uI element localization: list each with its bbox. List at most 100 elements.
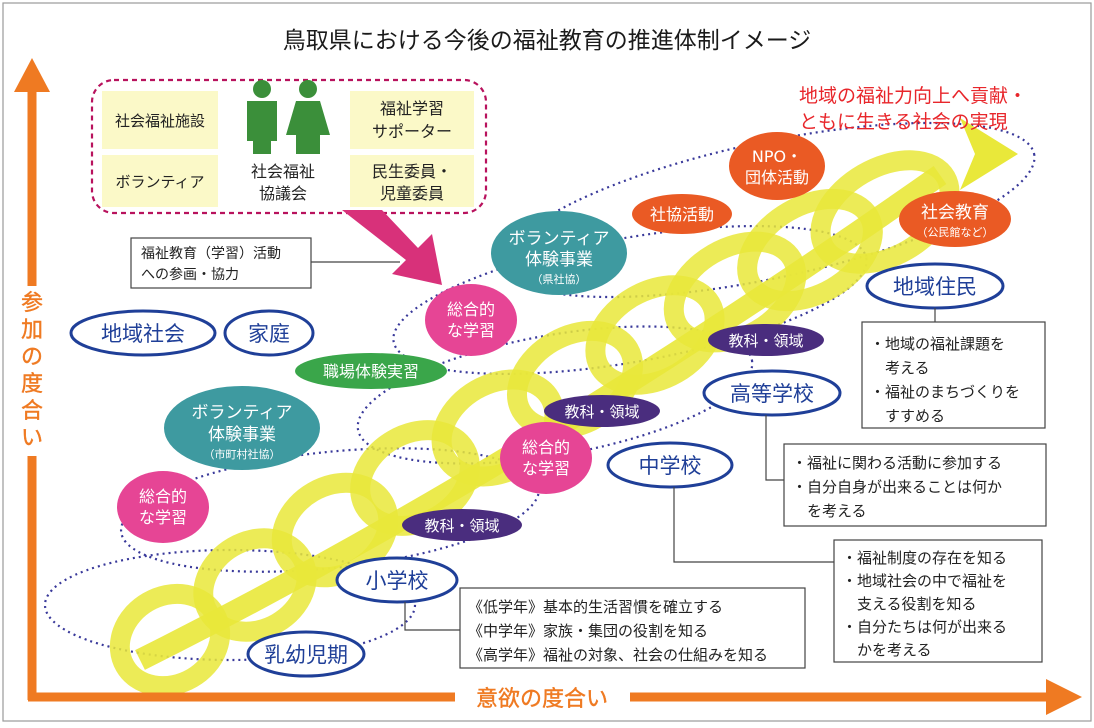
community-home-oval — [223, 309, 315, 357]
note-line: 考える — [870, 359, 930, 377]
partner-tile-volunteer — [102, 155, 218, 207]
integrated-2-line2: な学習 — [522, 459, 570, 478]
council-activity: 社協活動 — [650, 205, 714, 224]
participation-note-line1: 福祉教育（学習）活動 — [141, 246, 281, 262]
partner-commissioner-1: 民生委員・ — [372, 162, 452, 181]
people-icon — [247, 80, 330, 154]
stage-junior-high: 中学校 — [639, 454, 702, 478]
note-residents-box — [861, 321, 1046, 429]
npo-line2: 団体活動 — [745, 168, 809, 187]
vol-pref-line1: ボランティア — [509, 229, 610, 249]
note-elementary-box — [459, 587, 806, 669]
y-axis-label-char: 度 — [21, 372, 43, 397]
integrated-bubble-1 — [117, 471, 209, 543]
note-high-box — [783, 443, 1047, 527]
vol-municipal-line3: （市町村社協） — [204, 447, 281, 461]
note-line: を考える — [792, 502, 867, 520]
workplace: 職場体験実習 — [323, 362, 419, 381]
vol-municipal-bubble — [164, 386, 320, 470]
vol-municipal-line1: ボランティア — [192, 403, 293, 423]
note-line: ・福祉のまちづくりを — [870, 383, 1020, 401]
note-residents: ・地域の福祉課題を 考える・福祉のまちづくりを すすめる — [870, 335, 1020, 425]
subjects-3: 教科・領域 — [728, 332, 803, 350]
stage-junior-high-oval — [606, 441, 734, 489]
council-activity-bubble — [632, 194, 732, 234]
integrated-1-line2: な学習 — [139, 508, 187, 527]
vol-pref-bubble — [491, 211, 627, 295]
stage-residents: 地域住民 — [893, 275, 977, 299]
y-axis-label-char: の — [21, 345, 43, 370]
stage-infant: 乳幼児期 — [264, 643, 348, 667]
vol-municipal-line2: 体験事業 — [208, 425, 276, 445]
stage-infant-oval — [246, 630, 366, 678]
note-line: 支える役割を知る — [842, 595, 977, 613]
partner-commissioner-2: 児童委員 — [380, 184, 444, 203]
npo-bubble — [729, 132, 825, 200]
integrated-bubble-3 — [425, 284, 517, 356]
participation-arrow — [342, 210, 442, 285]
integrated-3-line1: 総合的 — [447, 300, 495, 319]
partner-social-welfare-facility: 社会福祉施設 — [115, 112, 205, 130]
partner-tile-commissioner — [350, 155, 474, 207]
partner-volunteer: ボランティア — [115, 173, 204, 191]
subjects-pill-3 — [708, 324, 824, 356]
partner-tile-supporter — [350, 91, 474, 149]
partner-council-1: 社会福祉 — [251, 162, 315, 181]
note-line: ・自分たちは何が出来る — [842, 618, 1007, 636]
note-line: ・地域の福祉課題を — [870, 335, 1005, 353]
partner-supporter-1: 福祉学習 — [380, 99, 444, 118]
spiral-loop — [585, 275, 725, 395]
vol-pref-line2: 体験事業 — [525, 250, 593, 270]
integrated-3-line2: な学習 — [447, 321, 495, 340]
social-edu-bubble — [899, 191, 1011, 247]
workplace-pill — [295, 353, 447, 389]
note-junior-box — [833, 539, 1043, 663]
community-region: 地域社会 — [101, 322, 185, 346]
participation-note-line2: への参画・協力 — [141, 266, 239, 283]
note-line: すすめる — [870, 407, 945, 425]
stage-high-school: 高等学校 — [730, 382, 814, 406]
goal-line1: 地域の福祉力向上へ貢献・ — [799, 85, 1027, 107]
note-elementary: 《低学年》基本的生活習慣を確立する《中学年》家族・集団の役割を知る《高学年》福祉… — [468, 598, 768, 664]
subjects-pill-1 — [402, 509, 522, 541]
goal-line2: ともに生きる社会の実現 — [799, 111, 1008, 133]
note-line: 《低学年》基本的生活習慣を確立する — [468, 598, 723, 616]
y-axis-label-char: い — [21, 426, 43, 451]
stage-elementary: 小学校 — [366, 569, 429, 593]
integrated-2-line1: 総合的 — [522, 438, 570, 457]
spiral-loop — [193, 528, 317, 642]
note-line: 《中学年》家族・集団の役割を知る — [468, 622, 708, 640]
note-junior-high: ・福祉制度の存在を知る・地域社会の中で福祉を 支える役割を知る・自分たちは何が出… — [842, 549, 1007, 659]
y-axis-label-bg — [16, 286, 48, 456]
note-line: ・地域社会の中で福祉を — [842, 572, 1007, 590]
page-title: 鳥取県における今後の福祉教育の推進体制イメージ — [283, 28, 812, 54]
note-line: ・福祉に関わる活動に参加する — [792, 454, 1002, 472]
partner-supporter-2: サポーター — [372, 122, 452, 141]
y-axis-label-char: 参 — [21, 291, 43, 316]
subjects-1: 教科・領域 — [424, 517, 499, 535]
stage-elementary-oval — [335, 556, 459, 604]
note-line: かを考える — [842, 641, 932, 659]
social-edu-line2: （公民館など） — [917, 225, 994, 239]
vol-pref-line3: （県社協） — [532, 272, 587, 286]
partner-tile-facility — [102, 91, 218, 149]
integrated-bubble-2 — [500, 422, 592, 494]
participation-note-box — [130, 237, 312, 289]
subjects-2: 教科・領域 — [564, 403, 639, 421]
partner-council-2: 協議会 — [259, 184, 307, 203]
community-region-oval — [69, 309, 217, 357]
npo-line1: NPO・ — [752, 147, 802, 166]
social-edu-line1: 社会教育 — [921, 203, 989, 223]
spiral-arrowhead — [960, 118, 1018, 190]
subjects-pill-2 — [544, 395, 660, 427]
note-line: ・自分自身が出来ることは何か — [792, 478, 1002, 496]
y-axis-label-char: 合 — [21, 399, 43, 424]
y-axis-label-char: 加 — [21, 318, 43, 343]
stage-high-school-oval — [702, 369, 842, 417]
integrated-1-line1: 総合的 — [139, 487, 187, 506]
note-high-school: ・福祉に関わる活動に参加する・自分自身が出来ることは何か を考える — [792, 454, 1002, 520]
note-line: ・福祉制度の存在を知る — [842, 549, 1007, 567]
